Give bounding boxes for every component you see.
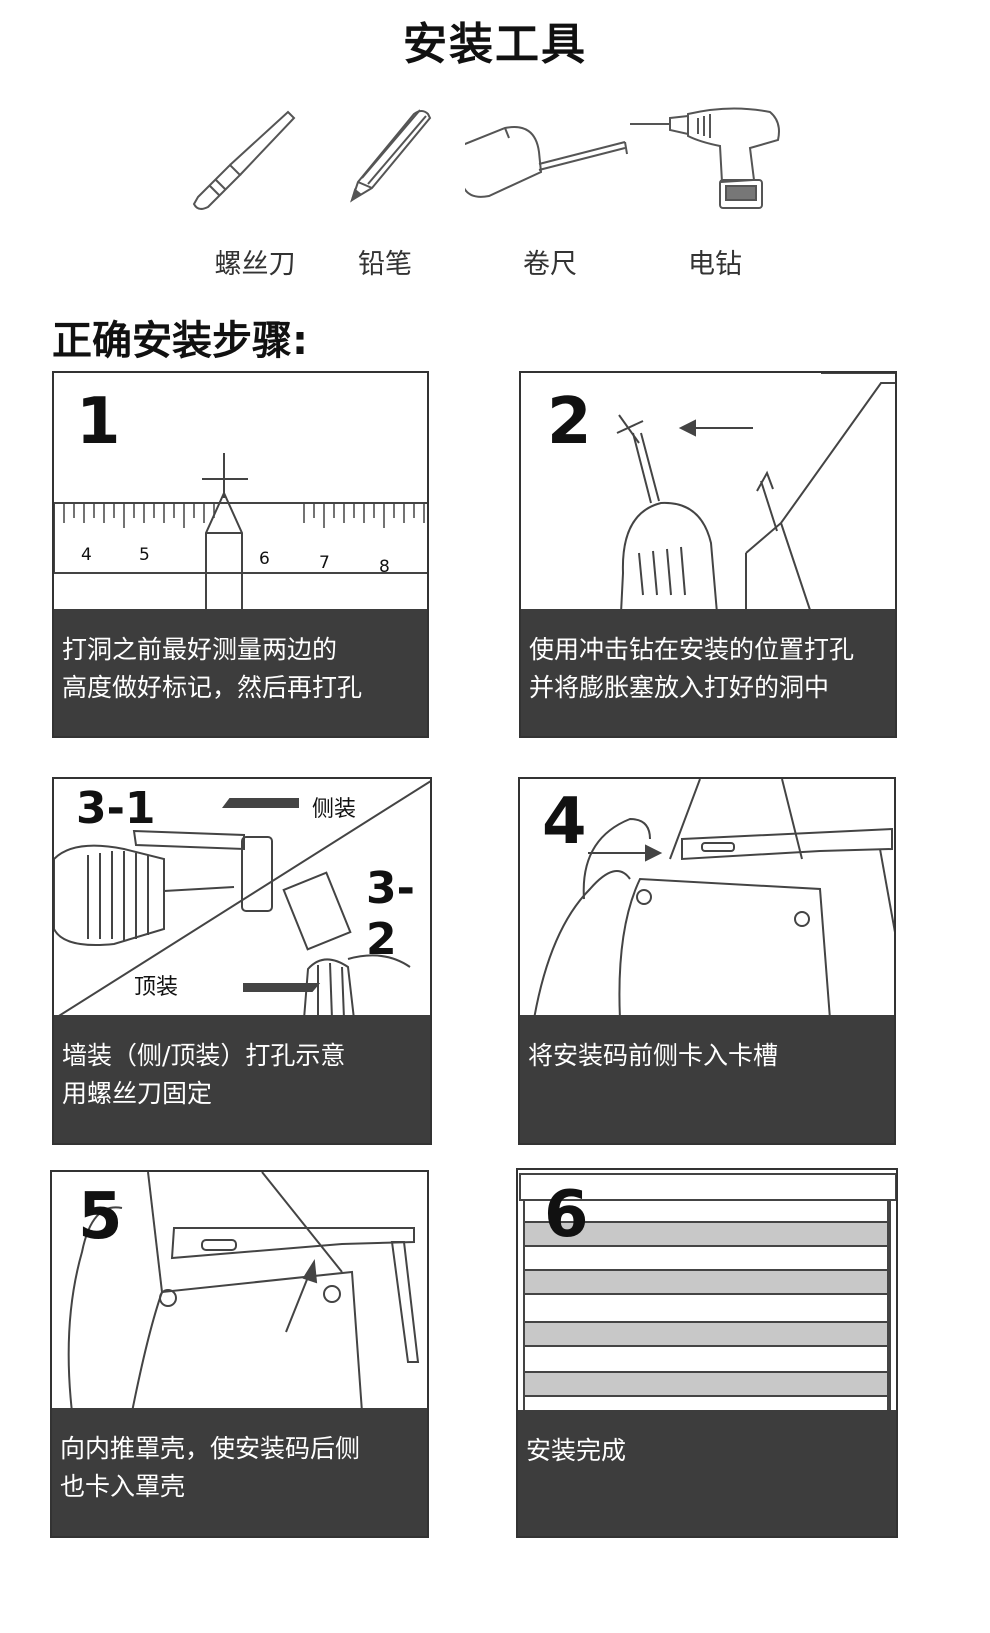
tape-measure-icon	[465, 126, 628, 198]
step-3-panel: 3-1 3-2 侧装 顶装 墙装（侧/顶装）打孔示意 用螺丝刀固定	[52, 777, 432, 1145]
step-caption: 将安装码前侧卡入卡槽	[520, 1015, 894, 1143]
step-5-panel: 5 向内推罩壳，使安装码后侧 也卡入罩壳	[50, 1170, 429, 1538]
caption-line: 高度做好标记，然后再打孔	[62, 673, 363, 702]
step-2-panel: 2 使用冲击钻在安装的位置打孔 并将膨胀塞放入打好的洞中	[519, 371, 897, 738]
step-number: 4	[542, 785, 587, 859]
push-cover-illustration	[67, 1172, 420, 1412]
caption-line: 打洞之前最好测量两边的	[62, 635, 338, 664]
ruler-tick: 6	[259, 549, 270, 569]
tool-label: 电钻	[688, 249, 742, 280]
caption-line: 并将膨胀塞放入打好的洞中	[529, 673, 830, 702]
caption-line: 将安装码前侧卡入卡槽	[528, 1041, 779, 1070]
step-number: 3-1	[76, 783, 156, 834]
step-number: 1	[76, 385, 121, 459]
side-mount-label: 侧装	[312, 797, 357, 822]
pencil-icon	[350, 109, 432, 203]
step-caption: 安装完成	[518, 1410, 896, 1536]
tool-label: 螺丝刀	[214, 249, 296, 280]
ruler-pencil-illustration	[54, 453, 427, 613]
drill-icon	[630, 107, 780, 209]
screwdriver-icon	[192, 110, 296, 210]
caption-line: 使用冲击钻在安装的位置打孔	[529, 635, 855, 664]
tool-label: 卷尺	[523, 249, 577, 280]
ruler-tick: 5	[139, 545, 150, 565]
step-6-panel: 6 安装完成	[516, 1168, 898, 1538]
tool-label: 铅笔	[358, 249, 412, 280]
steps-heading: 正确安装步骤:	[52, 318, 308, 364]
step-number: 6	[544, 1178, 589, 1252]
step-4-panel: 4 将安装码前侧卡入卡槽	[518, 777, 896, 1145]
page-title: 安装工具	[403, 19, 587, 70]
caption-line: 墙装（侧/顶装）打孔示意	[62, 1041, 346, 1070]
wall-mount-illustration	[54, 780, 430, 1019]
bracket-insert-illustration	[533, 779, 894, 1019]
step-number-alt: 3-2	[366, 863, 415, 965]
tool-drill: 电钻	[630, 100, 800, 280]
caption-line: 安装完成	[526, 1436, 627, 1465]
caption-line: 向内推罩壳，使安装码后侧	[60, 1434, 361, 1463]
ruler-tick: 4	[81, 545, 92, 565]
step-caption: 使用冲击钻在安装的位置打孔 并将膨胀塞放入打好的洞中	[521, 609, 895, 736]
tool-tape-measure: 卷尺	[465, 100, 635, 280]
step-number: 5	[78, 1180, 123, 1254]
step-1-panel: 1 4 5 6 7 8 打洞之前最好测量两边的 高度做好标记，然后再打孔	[52, 371, 429, 738]
caption-line: 也卡入罩壳	[60, 1472, 186, 1501]
tool-screwdriver: 螺丝刀	[170, 100, 340, 280]
step-caption: 打洞之前最好测量两边的 高度做好标记，然后再打孔	[54, 609, 427, 736]
ruler-tick: 7	[319, 553, 330, 573]
caption-line: 用螺丝刀固定	[62, 1079, 213, 1108]
impact-drill-illustration	[616, 373, 895, 613]
step-caption: 向内推罩壳，使安装码后侧 也卡入罩壳	[52, 1408, 427, 1536]
step-number: 2	[547, 385, 592, 459]
zebra-shade-illustration	[519, 1173, 896, 1414]
step-caption: 墙装（侧/顶装）打孔示意 用螺丝刀固定	[54, 1015, 430, 1143]
tool-pencil: 铅笔	[300, 100, 470, 280]
top-mount-label: 顶装	[134, 975, 179, 1000]
ruler-tick: 8	[379, 557, 390, 577]
